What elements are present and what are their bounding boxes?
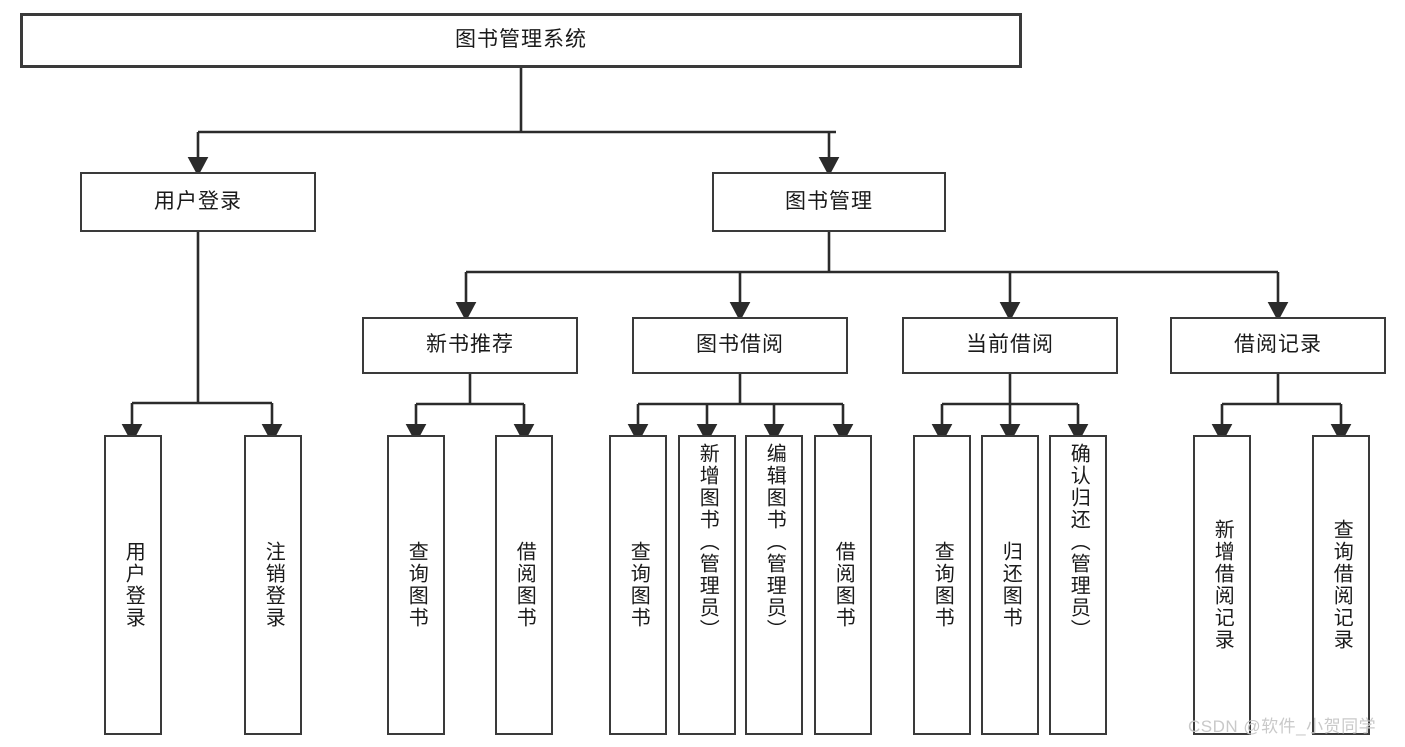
node-book-borrow[interactable]: 图书借阅 [632,317,848,374]
node-user-login[interactable]: 用户登录 [80,172,316,232]
leaf-borrow-record-query[interactable]: 查询借阅记录 [1312,435,1370,735]
node-label: 新书推荐 [426,333,514,357]
leaf-user-login-login[interactable]: 用户登录 [104,435,162,735]
leaf-label: 新增图书（管理员） [696,443,719,641]
leaf-label: 查询图书 [627,541,650,629]
leaf-book-borrow-add[interactable]: 新增图书（管理员） [678,435,736,735]
node-book-management[interactable]: 图书管理 [712,172,946,232]
leaf-current-borrow-return[interactable]: 归还图书 [981,435,1039,735]
leaf-current-borrow-confirm-return[interactable]: 确认归还（管理员） [1049,435,1107,735]
leaf-label: 借阅图书 [832,541,855,629]
leaf-new-book-borrow[interactable]: 借阅图书 [495,435,553,735]
leaf-label: 用户登录 [122,541,145,629]
node-new-book-recommend[interactable]: 新书推荐 [362,317,578,374]
node-label: 当前借阅 [966,333,1054,357]
leaf-book-borrow-query[interactable]: 查询图书 [609,435,667,735]
leaf-new-book-query[interactable]: 查询图书 [387,435,445,735]
leaf-label: 确认归还（管理员） [1067,443,1090,641]
node-root-book-management-system[interactable]: 图书管理系统 [20,13,1022,68]
node-label: 图书管理 [785,189,873,213]
leaf-label: 归还图书 [999,541,1022,629]
node-label: 图书管理系统 [455,28,587,52]
node-current-borrow[interactable]: 当前借阅 [902,317,1118,374]
node-borrow-record[interactable]: 借阅记录 [1170,317,1386,374]
leaf-book-borrow-edit[interactable]: 编辑图书（管理员） [745,435,803,735]
leaf-label: 借阅图书 [513,541,536,629]
leaf-current-borrow-query[interactable]: 查询图书 [913,435,971,735]
node-label: 用户登录 [154,189,242,213]
leaf-label: 注销登录 [262,541,285,629]
leaf-book-borrow-borrow[interactable]: 借阅图书 [814,435,872,735]
leaf-user-login-logout[interactable]: 注销登录 [244,435,302,735]
leaf-label: 查询借阅记录 [1330,519,1353,651]
leaf-borrow-record-add[interactable]: 新增借阅记录 [1193,435,1251,735]
leaf-label: 查询图书 [405,541,428,629]
node-label: 借阅记录 [1234,333,1322,357]
leaf-label: 编辑图书（管理员） [763,443,786,641]
node-label: 图书借阅 [696,333,784,357]
leaf-label: 查询图书 [931,541,954,629]
leaf-label: 新增借阅记录 [1211,519,1234,651]
